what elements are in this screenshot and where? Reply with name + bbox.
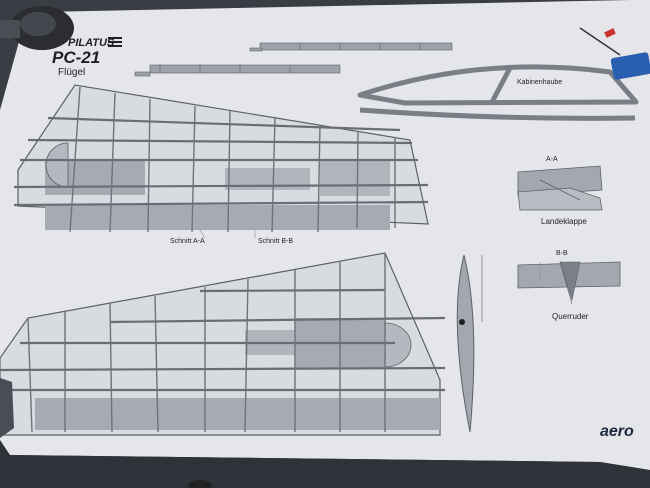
canopy-label: Kabinenhaube [517,79,563,86]
airfoil-profile [456,254,483,433]
lower-wing-panel [0,252,446,436]
cut-bb-label: Schnitt B-B [258,238,294,245]
bottom-object [188,480,212,488]
subtitle: Flügel [58,67,86,78]
paper-shadow [0,440,650,488]
rubber-bands [0,6,74,50]
spar-strips [134,42,453,77]
canopy-outline [357,64,639,106]
annotation-lines [199,229,541,280]
left-foreground-object [0,378,14,438]
model-title: PC-21 [52,48,101,67]
brand-chevrons [108,37,122,49]
aero-logo: aero [600,423,634,440]
brand-title: PILATUS [68,37,115,49]
aileron-label: Querruder [552,312,589,321]
canopy-base-strip [359,107,636,121]
section-aa-flap [517,165,603,211]
upper-wing-panel [13,84,429,233]
section-aa-title: A-A [546,156,558,163]
flap-label: Landeklappe [541,217,587,226]
cut-aa-label: Schnitt A-A [170,238,205,245]
battery-pack [579,27,650,80]
section-bb-title: B-B [556,250,568,257]
section-bb-aileron [517,261,621,305]
